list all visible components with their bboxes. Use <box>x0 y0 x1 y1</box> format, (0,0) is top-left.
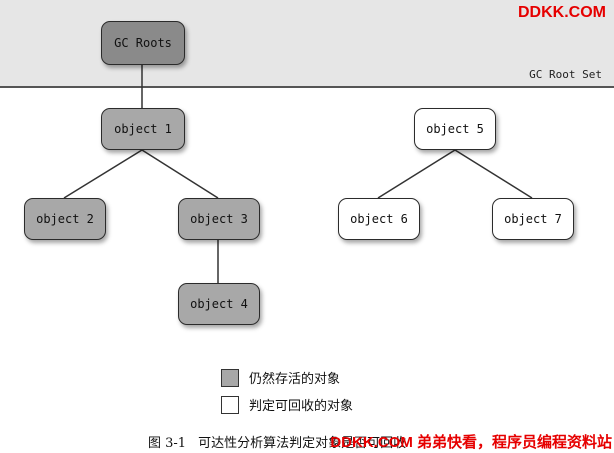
node-object-2: object 2 <box>24 198 106 240</box>
legend-alive-swatch <box>221 368 239 387</box>
node-object-5: object 5 <box>414 108 496 150</box>
figure-caption-text: 可达性分析算法判定对象是否可回收 <box>198 436 407 451</box>
node-object-4: object 4 <box>178 283 260 325</box>
node-object-6: object 6 <box>338 198 420 240</box>
figure-caption: 图 3-1 可达性分析算法判定对象是否可回收 <box>148 432 406 451</box>
legend-collectable: 判定可回收的对象 <box>221 395 353 414</box>
watermark-top: DDKK.COM <box>518 4 606 21</box>
edge-object5-object7 <box>454 149 533 199</box>
legend-collectable-label: 判定可回收的对象 <box>249 399 354 414</box>
figure-number: 图 3-1 <box>148 436 187 451</box>
legend-collectable-swatch <box>221 395 239 414</box>
watermark-bottom: DDKK.COM 弟弟快看，程序员编程资料站 <box>330 434 612 451</box>
edge-object1-object2 <box>63 149 143 199</box>
node-object-3: object 3 <box>178 198 260 240</box>
edge-object1-object3 <box>141 149 219 199</box>
legend-alive-label: 仍然存活的对象 <box>249 372 341 387</box>
node-object-7: object 7 <box>492 198 574 240</box>
node-gc-roots: GC Roots <box>101 21 185 65</box>
edge-object5-object6 <box>377 149 456 199</box>
legend-alive: 仍然存活的对象 <box>221 368 340 387</box>
gc-root-set-label: GC Root Set <box>529 68 602 81</box>
node-object-1: object 1 <box>101 108 185 150</box>
